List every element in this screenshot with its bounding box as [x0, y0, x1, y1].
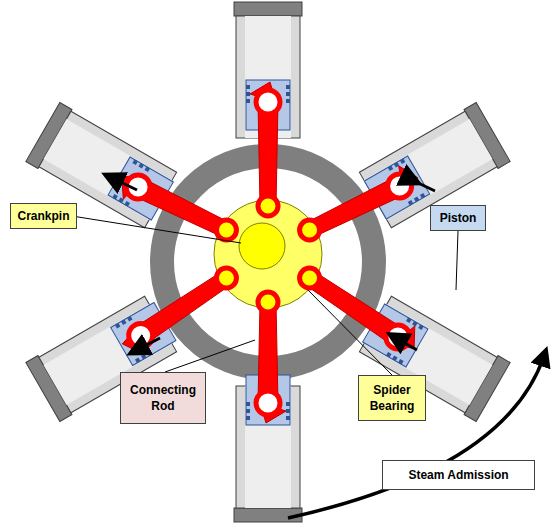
piston-ring	[144, 166, 149, 171]
piston-ring	[246, 416, 250, 420]
label-text: Connecting Rod	[125, 382, 201, 414]
piston-ring	[127, 316, 132, 321]
piston-label: Piston	[430, 205, 486, 231]
piston-ring	[286, 92, 290, 96]
piston-ring	[286, 402, 290, 406]
piston-ring	[115, 323, 120, 328]
piston-ring	[286, 85, 290, 89]
wrist-pin	[388, 174, 412, 198]
piston-ring	[121, 319, 126, 324]
piston-ring	[246, 85, 250, 89]
label-text: Crankpin	[17, 208, 69, 224]
wrist-pin	[256, 90, 280, 114]
spider-bearing-label: Spider Bearing	[358, 375, 426, 421]
piston-ring	[386, 352, 391, 357]
crankpin-label: Crankpin	[10, 203, 77, 229]
bearing-pin	[216, 268, 236, 288]
motion-arrows	[112, 178, 435, 350]
piston-ring	[400, 158, 405, 163]
piston-ring	[135, 358, 140, 363]
wrist-pin	[256, 391, 280, 415]
piston-ring	[398, 359, 403, 364]
piston-ring	[246, 99, 250, 103]
bearing-pin	[258, 292, 278, 312]
label-text: Steam Admission	[408, 467, 508, 483]
leader-lines	[72, 216, 458, 375]
cylinder	[234, 375, 302, 522]
connecting-rod	[258, 302, 278, 403]
piston-ring	[388, 165, 393, 170]
piston-ring	[147, 351, 152, 356]
connecting-rod	[258, 102, 278, 206]
steam-admission-label: Steam Admission	[382, 460, 535, 490]
piston-ring	[246, 409, 250, 413]
connecting-rod-label: Connecting Rod	[120, 372, 206, 424]
piston-ring	[286, 416, 290, 420]
piston-ring	[286, 99, 290, 103]
cylinder	[357, 294, 511, 422]
bearing-pin	[300, 220, 320, 240]
bearing-pin	[258, 196, 278, 216]
label-text: Spider Bearing	[363, 382, 421, 414]
piston-ring	[112, 194, 117, 199]
piston-ring	[246, 402, 250, 406]
bearing-pin	[216, 220, 236, 240]
piston-ring	[420, 193, 425, 198]
piston-ring	[414, 197, 419, 202]
rotation-arrow	[288, 356, 544, 518]
cylinder-head	[234, 508, 302, 522]
piston-ring	[408, 200, 413, 205]
piston-ring	[406, 317, 411, 322]
bearing-pin	[300, 268, 320, 288]
piston-ring	[132, 159, 137, 164]
label-text: Piston	[440, 210, 477, 226]
piston-ring	[418, 324, 423, 329]
piston-ring	[124, 201, 129, 206]
crankpin	[239, 223, 285, 269]
piston-ring	[138, 163, 143, 168]
cylinder-head	[234, 2, 302, 16]
piston-ring	[392, 356, 397, 361]
